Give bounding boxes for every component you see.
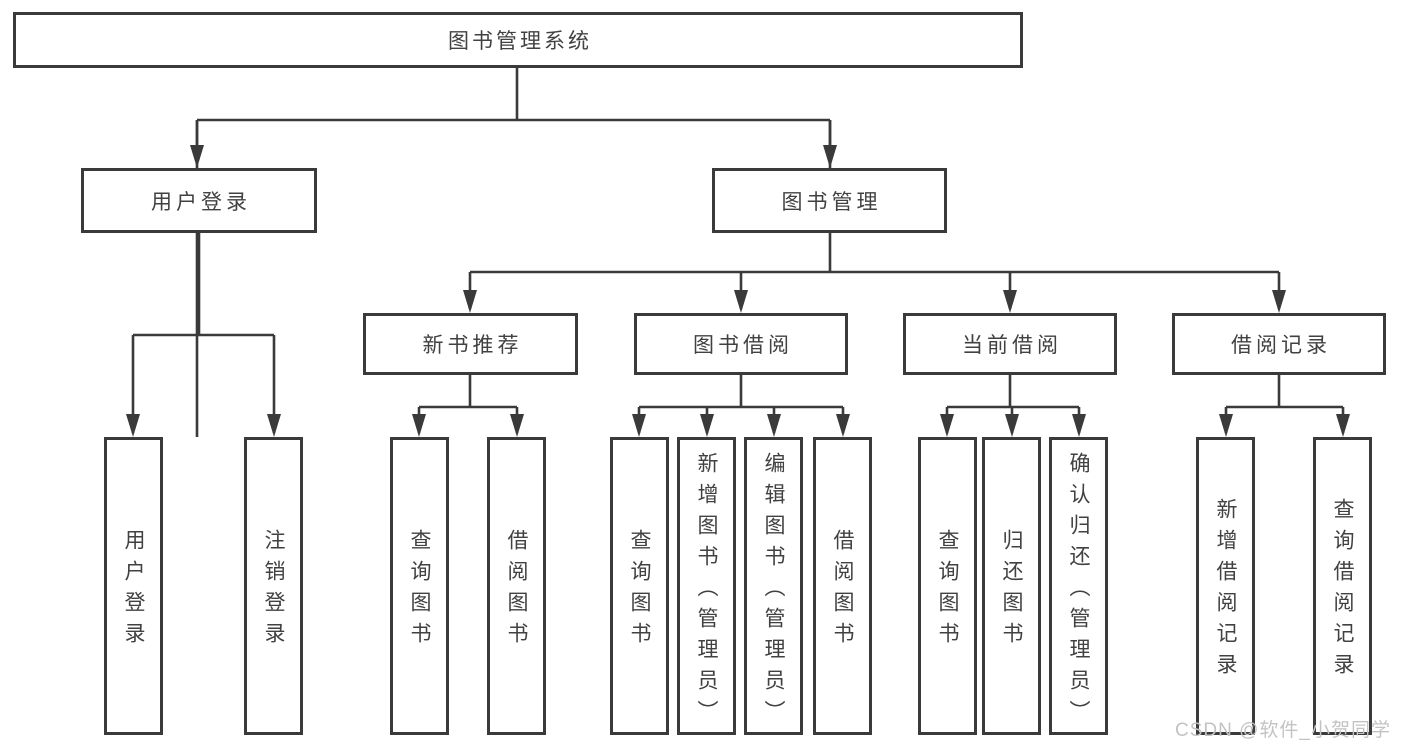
leaf-query-books-borrowing: 查询图书 (610, 437, 669, 735)
leaf-logout: 注销登录 (244, 437, 303, 735)
node-book-management: 图书管理 (712, 168, 947, 233)
node-current-borrowing: 当前借阅 (903, 313, 1117, 375)
leaf-borrow-books-recommend: 借阅图书 (487, 437, 546, 735)
node-library-management-system: 图书管理系统 (13, 12, 1023, 68)
node-borrowing-records: 借阅记录 (1172, 313, 1386, 375)
node-new-book-recommend: 新书推荐 (363, 313, 578, 375)
leaf-query-books-recommend: 查询图书 (390, 437, 449, 735)
leaf-query-borrow-record: 查询借阅记录 (1313, 437, 1372, 735)
leaf-borrow-books-borrowing: 借阅图书 (813, 437, 872, 735)
watermark: CSDN @软件_小贺同学 (1175, 720, 1391, 741)
leaf-confirm-return-admin: 确认归还（管理员） (1049, 437, 1108, 735)
leaf-query-books-current: 查询图书 (918, 437, 977, 735)
leaf-return-books: 归还图书 (982, 437, 1041, 735)
leaf-edit-books-admin: 编辑图书（管理员） (744, 437, 803, 735)
leaf-add-books-admin: 新增图书（管理员） (677, 437, 736, 735)
leaf-add-borrow-record: 新增借阅记录 (1196, 437, 1255, 735)
node-book-borrowing: 图书借阅 (634, 313, 848, 375)
node-user-login: 用户登录 (81, 168, 317, 233)
leaf-user-login: 用户登录 (104, 437, 163, 735)
